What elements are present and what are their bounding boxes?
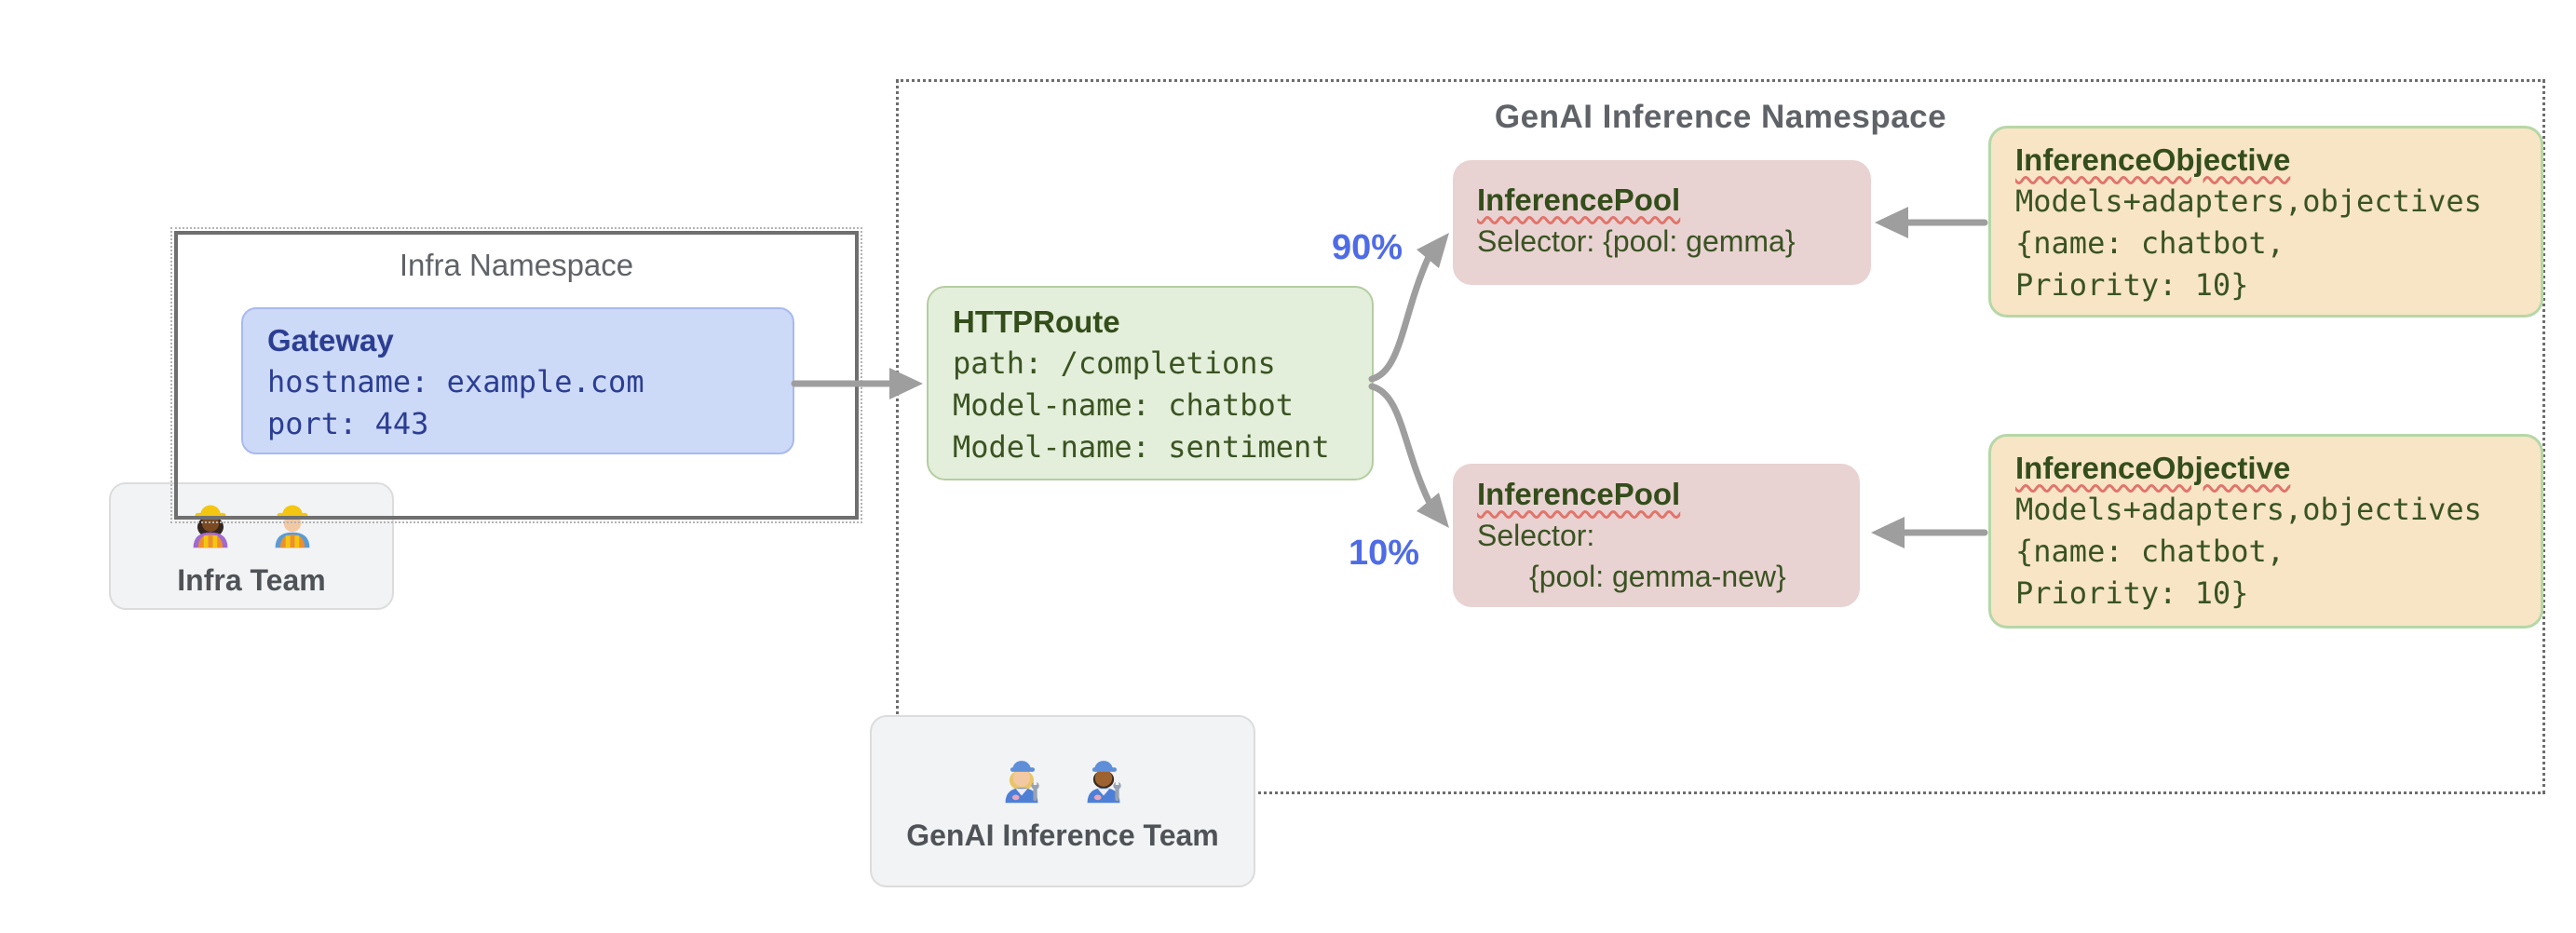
inferenceobjective-bottom-title: InferenceObjective [2015,451,2291,485]
inferenceobjective-bottom-line1: Models+adapters,objectives [2015,492,2482,527]
man-mechanic-icon [1075,750,1132,813]
infra-team-card: Infra Team [109,482,394,610]
infra-namespace-title: Infra Namespace [399,248,634,282]
httproute-model-chatbot: Model-name: chatbot [953,387,1295,423]
infra-team-icons [182,495,321,558]
inferenceobjective-top-line1: Models+adapters,objectives [2015,183,2482,219]
genai-team-icons [993,750,1132,813]
inferenceobjective-top-box: InferenceObjective Models+adapters,objec… [1988,126,2543,318]
httproute-box: HTTPRoute path: /completions Model-name:… [927,286,1374,480]
inferenceobjective-bottom-box: InferenceObjective Models+adapters,objec… [1988,434,2543,629]
inferencepool-gemma-title-row: InferencePool [1477,179,1847,221]
traffic-split-10-label: 10% [1349,534,1420,573]
inferenceobjective-top-title-row: InferenceObjective [2015,139,2516,181]
inferencepool-gemma-box: InferencePool Selector: {pool: gemma} [1453,160,1871,285]
inferenceobjective-top-title: InferenceObjective [2015,142,2291,177]
httproute-path: path: /completions [953,345,1276,381]
gateway-title: Gateway [267,323,394,358]
genai-namespace-title: GenAI Inference Namespace [1494,99,1947,135]
inferenceobjective-bottom-line2: {name: chatbot, [2015,534,2285,569]
inferencepool-gemma-new-selector: Selector: [1477,519,1595,552]
infra-team-label: Infra Team [177,562,326,597]
woman-mechanic-icon [993,750,1051,813]
inferencepool-gemma-new-box: InferencePool Selector: {pool: gemma-new… [1453,464,1860,607]
man-construction-worker-icon [264,495,321,558]
inferenceobjective-top-line3: Priority: 10} [2015,267,2249,303]
genai-team-card: GenAI Inference Team [870,715,1255,887]
inferencepool-gemma-new-title-row: InferencePool [1477,473,1836,515]
httproute-title: HTTPRoute [953,304,1120,339]
inferencepool-gemma-title: InferencePool [1477,183,1681,217]
traffic-split-90-label: 90% [1332,228,1403,267]
httproute-model-sentiment: Model-name: sentiment [953,429,1330,465]
gateway-port: port: 443 [267,406,429,441]
gateway-box: Gateway hostname: example.com port: 443 [241,307,794,454]
genai-inference-namespace-frame: GenAI Inference Namespace [896,79,2545,794]
inferencepool-gemma-new-selector-value: {pool: gemma-new} [1529,560,1786,593]
inferenceobjective-top-line2: {name: chatbot, [2015,225,2285,261]
inferenceobjective-bottom-title-row: InferenceObjective [2015,447,2516,489]
woman-construction-worker-icon [182,495,239,558]
genai-team-label: GenAI Inference Team [906,818,1219,852]
inferencepool-gemma-selector: Selector: {pool: gemma} [1477,224,1796,258]
inferenceobjective-bottom-line3: Priority: 10} [2015,575,2249,611]
inferencepool-gemma-new-title: InferencePool [1477,477,1681,511]
gateway-hostname: hostname: example.com [267,364,644,399]
